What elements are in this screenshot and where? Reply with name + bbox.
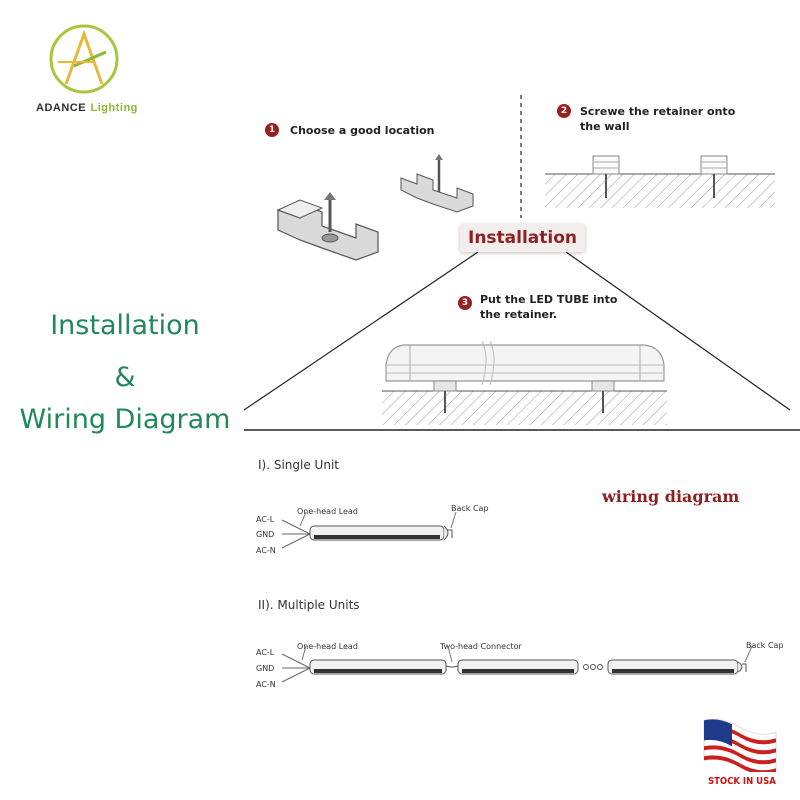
step3-number: 3 bbox=[458, 296, 472, 310]
stock-in-usa-label: STOCK IN USA bbox=[708, 776, 776, 787]
us-flag-icon bbox=[703, 718, 777, 772]
multiple-units-tube-illustration bbox=[281, 646, 753, 683]
brand-logo-icon bbox=[49, 24, 119, 94]
brand-name-part2: Lighting bbox=[90, 102, 138, 114]
multiple-wire-gnd: GND bbox=[256, 664, 275, 673]
retainer-clip-small-icon bbox=[400, 154, 474, 213]
step2-text-line2: the wall bbox=[580, 120, 630, 133]
step2-number: 2 bbox=[557, 104, 571, 118]
step1-number: 1 bbox=[265, 123, 279, 137]
step1-text: Choose a good location bbox=[290, 124, 435, 137]
headline-line3: Wiring Diagram bbox=[19, 404, 231, 435]
single-wire-acl: AC-L bbox=[256, 515, 275, 524]
headline-line2: & bbox=[114, 362, 136, 393]
single-wire-gnd: GND bbox=[256, 530, 275, 539]
installation-badge: Installation bbox=[460, 224, 586, 252]
multiple-connector-label: Two-head Connector bbox=[440, 642, 522, 651]
multiple-wire-acn: AC-N bbox=[256, 680, 276, 689]
brand-name: ADANCE Lighting bbox=[36, 98, 138, 116]
single-cap-label: Back Cap bbox=[451, 504, 489, 513]
step2-text-line1: Screwe the retainer onto bbox=[580, 105, 736, 118]
headline-line1: Installation bbox=[50, 310, 200, 341]
single-unit-tube-illustration bbox=[281, 512, 457, 549]
multiple-wire-acl: AC-L bbox=[256, 648, 275, 657]
multiple-units-heading: II). Multiple Units bbox=[258, 598, 360, 612]
multiple-lead-label: One-head Lead bbox=[297, 642, 358, 651]
brand-name-part1: ADANCE bbox=[36, 102, 87, 114]
wiring-diagram-title: wiring diagram bbox=[602, 487, 740, 506]
retainer-clip-large-icon bbox=[276, 192, 379, 261]
single-unit-heading: I). Single Unit bbox=[258, 458, 339, 472]
single-lead-label: One-head Lead bbox=[297, 507, 358, 516]
multiple-cap-label: Back Cap bbox=[746, 641, 784, 650]
wall-retainer-illustration bbox=[545, 155, 775, 208]
step3-text-line1: Put the LED TUBE into bbox=[480, 293, 618, 306]
step3-text-line2: the retainer. bbox=[480, 308, 558, 321]
single-wire-acn: AC-N bbox=[256, 546, 276, 555]
tube-in-retainer-illustration bbox=[382, 340, 667, 425]
